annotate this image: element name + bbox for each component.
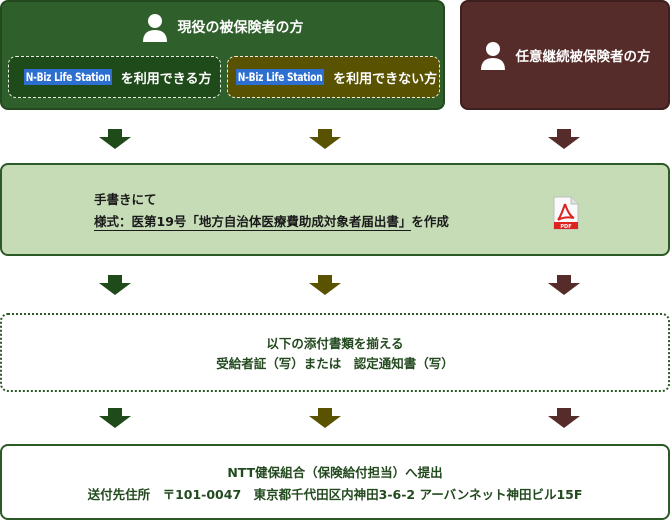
step-submit: NTT健保組合（保険給付担当）へ提出 送付先住所 〒101-0047 東京都千代… [0,444,670,520]
step1-form-line: 様式：医第19号「地方自治体医療費助成対象者届出書」を作成 [94,211,449,231]
person-icon [142,14,167,42]
step-attach-documents: 以下の添付書類を揃える 受給者証（写）または 認定通知書（写） [0,313,670,392]
form-download-link[interactable]: 様式：医第19号「地方自治体医療費助成対象者届出書」 [94,214,412,231]
arrow-down-icon [309,408,341,428]
step2-instruction: 以下の添付書類を揃える [266,336,404,351]
cannot-use-label: を利用できない方 [333,71,438,87]
arrow-down-icon [99,275,131,295]
arrow-down-icon [309,275,341,295]
step3-address: 送付先住所 〒101-0047 東京都千代田区内神田3-6-2 アーバンネット神… [87,487,583,502]
nbiz-can-use-option: N-Biz Life Station を利用できる方 [8,56,221,98]
arrow-down-icon [99,408,131,428]
pdf-icon[interactable]: PDF [553,196,579,230]
arrow-down-icon [309,129,341,149]
step2-documents: 受給者証（写）または 認定通知書（写） [216,356,454,371]
arrow-down-icon [548,408,580,428]
nbiz-logo: N-Biz Life Station [235,69,325,85]
voluntary-insured-header: 任意継続被保険者の方 [462,2,668,108]
active-insured-header: 現役の被保険者の方 [2,12,443,42]
step1-suffix: を作成 [411,214,449,229]
person-icon [480,42,505,70]
voluntary-insured-box: 任意継続被保険者の方 [460,0,670,110]
step3-instruction: NTT健保組合（保険給付担当）へ提出 [227,465,443,480]
arrow-down-icon [99,129,131,149]
active-insured-box: 現役の被保険者の方 N-Biz Life Station を利用できる方 N-B… [0,0,445,110]
can-use-label: を利用できる方 [120,71,212,87]
step1-instruction: 手書きにて [94,192,157,207]
voluntary-insured-title: 任意継続被保険者の方 [515,49,651,65]
svg-text:PDF: PDF [560,224,571,230]
nbiz-logo: N-Biz Life Station [23,69,112,85]
arrow-down-icon [548,129,580,149]
arrow-down-icon [548,275,580,295]
nbiz-cannot-use-option: N-Biz Life Station を利用できない方 [227,56,440,98]
active-insured-title: 現役の被保険者の方 [177,20,304,36]
